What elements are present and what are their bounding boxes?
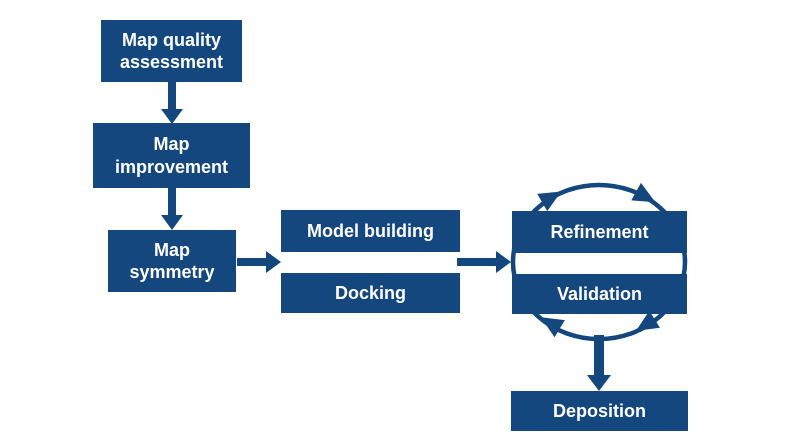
cycle-circle xyxy=(510,182,688,342)
cycle-arrowhead-bottom-left-icon xyxy=(540,317,565,338)
arrow-cycle-to-deposition-icon xyxy=(587,335,611,391)
box-map-improvement: Map improvement xyxy=(93,123,250,188)
arrow-modelling-to-refinement-icon xyxy=(457,251,511,273)
arrow-improvement-to-symmetry-icon xyxy=(161,188,183,230)
arrow-symmetry-to-modelling-icon xyxy=(237,251,281,273)
cycle-arrowhead-top-left-icon xyxy=(537,191,562,212)
cycle-arrowhead-top-right-icon xyxy=(631,182,656,203)
box-map-symmetry: Map symmetry xyxy=(108,230,236,292)
box-refinement: Refinement xyxy=(512,211,687,253)
arrow-assessment-to-improvement-icon xyxy=(161,82,183,124)
box-map-quality-assessment: Map quality assessment xyxy=(101,20,242,82)
box-model-building: Model building xyxy=(281,210,460,252)
box-docking: Docking xyxy=(281,273,460,313)
box-validation: Validation xyxy=(512,274,687,314)
box-deposition: Deposition xyxy=(511,391,688,431)
cycle-arrowhead-bottom-right-icon xyxy=(635,310,660,331)
